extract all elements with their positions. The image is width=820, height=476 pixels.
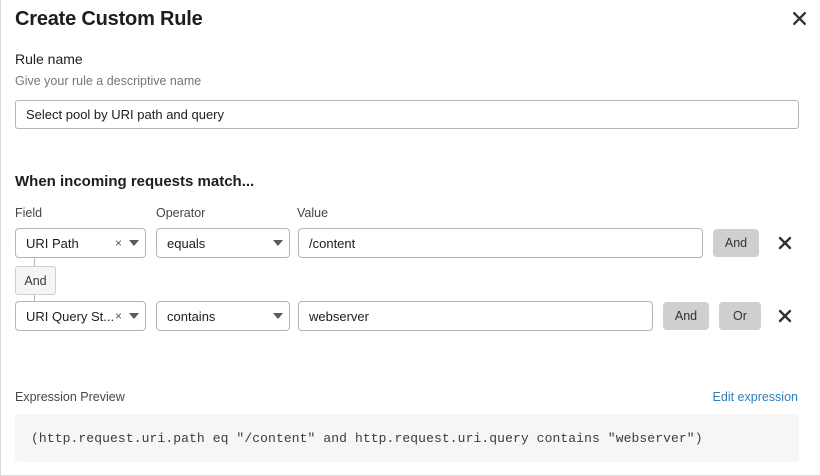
column-header-value: Value [297,206,329,220]
and-button-row-1[interactable]: And [713,229,759,257]
field-select-row-2[interactable]: URI Query St... × [15,301,146,331]
close-icon[interactable] [787,6,811,30]
close-icon [778,236,792,250]
expression-preview-text: (http.request.uri.path eq "/content" and… [31,430,703,446]
condition-row: URI Path × equals And [1,228,820,258]
operator-select-value-row-2: contains [167,308,216,324]
column-header-field: Field [15,206,43,220]
clear-icon[interactable]: × [114,236,122,250]
field-select-value-row-2: URI Query St... [26,308,115,324]
field-select-value-row-1: URI Path [26,235,79,251]
and-button-row-2[interactable]: And [663,302,709,330]
or-button-row-2[interactable]: Or [719,302,761,330]
operator-select-value-row-1: equals [167,235,206,251]
rule-name-label: Rule name [15,51,83,67]
connector-line-top [34,258,35,266]
connector-line-bottom [34,295,35,303]
page-title: Create Custom Rule [15,8,203,30]
expression-preview-label: Expression Preview [15,390,125,404]
close-icon [778,309,792,323]
rule-name-help-text: Give your rule a descriptive name [15,74,202,88]
chevron-down-icon [273,240,283,246]
remove-condition-row-2[interactable] [773,301,797,331]
field-select-row-1[interactable]: URI Path × [15,228,146,258]
operator-select-row-2[interactable]: contains [156,301,290,331]
rule-name-input[interactable] [15,100,799,129]
edit-expression-link[interactable]: Edit expression [712,390,798,404]
chevron-down-icon [129,313,139,319]
chevron-down-icon [273,313,283,319]
chevron-down-icon [129,240,139,246]
expression-preview-box: (http.request.uri.path eq "/content" and… [15,414,799,462]
value-input-row-2[interactable] [298,301,653,331]
condition-connector: And [15,258,75,303]
conditions-section-title: When incoming requests match... [15,173,255,190]
close-icon-glyph [792,11,806,25]
operator-select-row-1[interactable]: equals [156,228,290,258]
clear-icon[interactable]: × [114,309,122,323]
connector-and-badge[interactable]: And [15,266,56,295]
remove-condition-row-1[interactable] [773,228,797,258]
condition-row: URI Query St... × contains And Or [1,301,820,331]
column-header-operator: Operator [156,206,206,220]
value-input-row-1[interactable] [298,228,703,258]
